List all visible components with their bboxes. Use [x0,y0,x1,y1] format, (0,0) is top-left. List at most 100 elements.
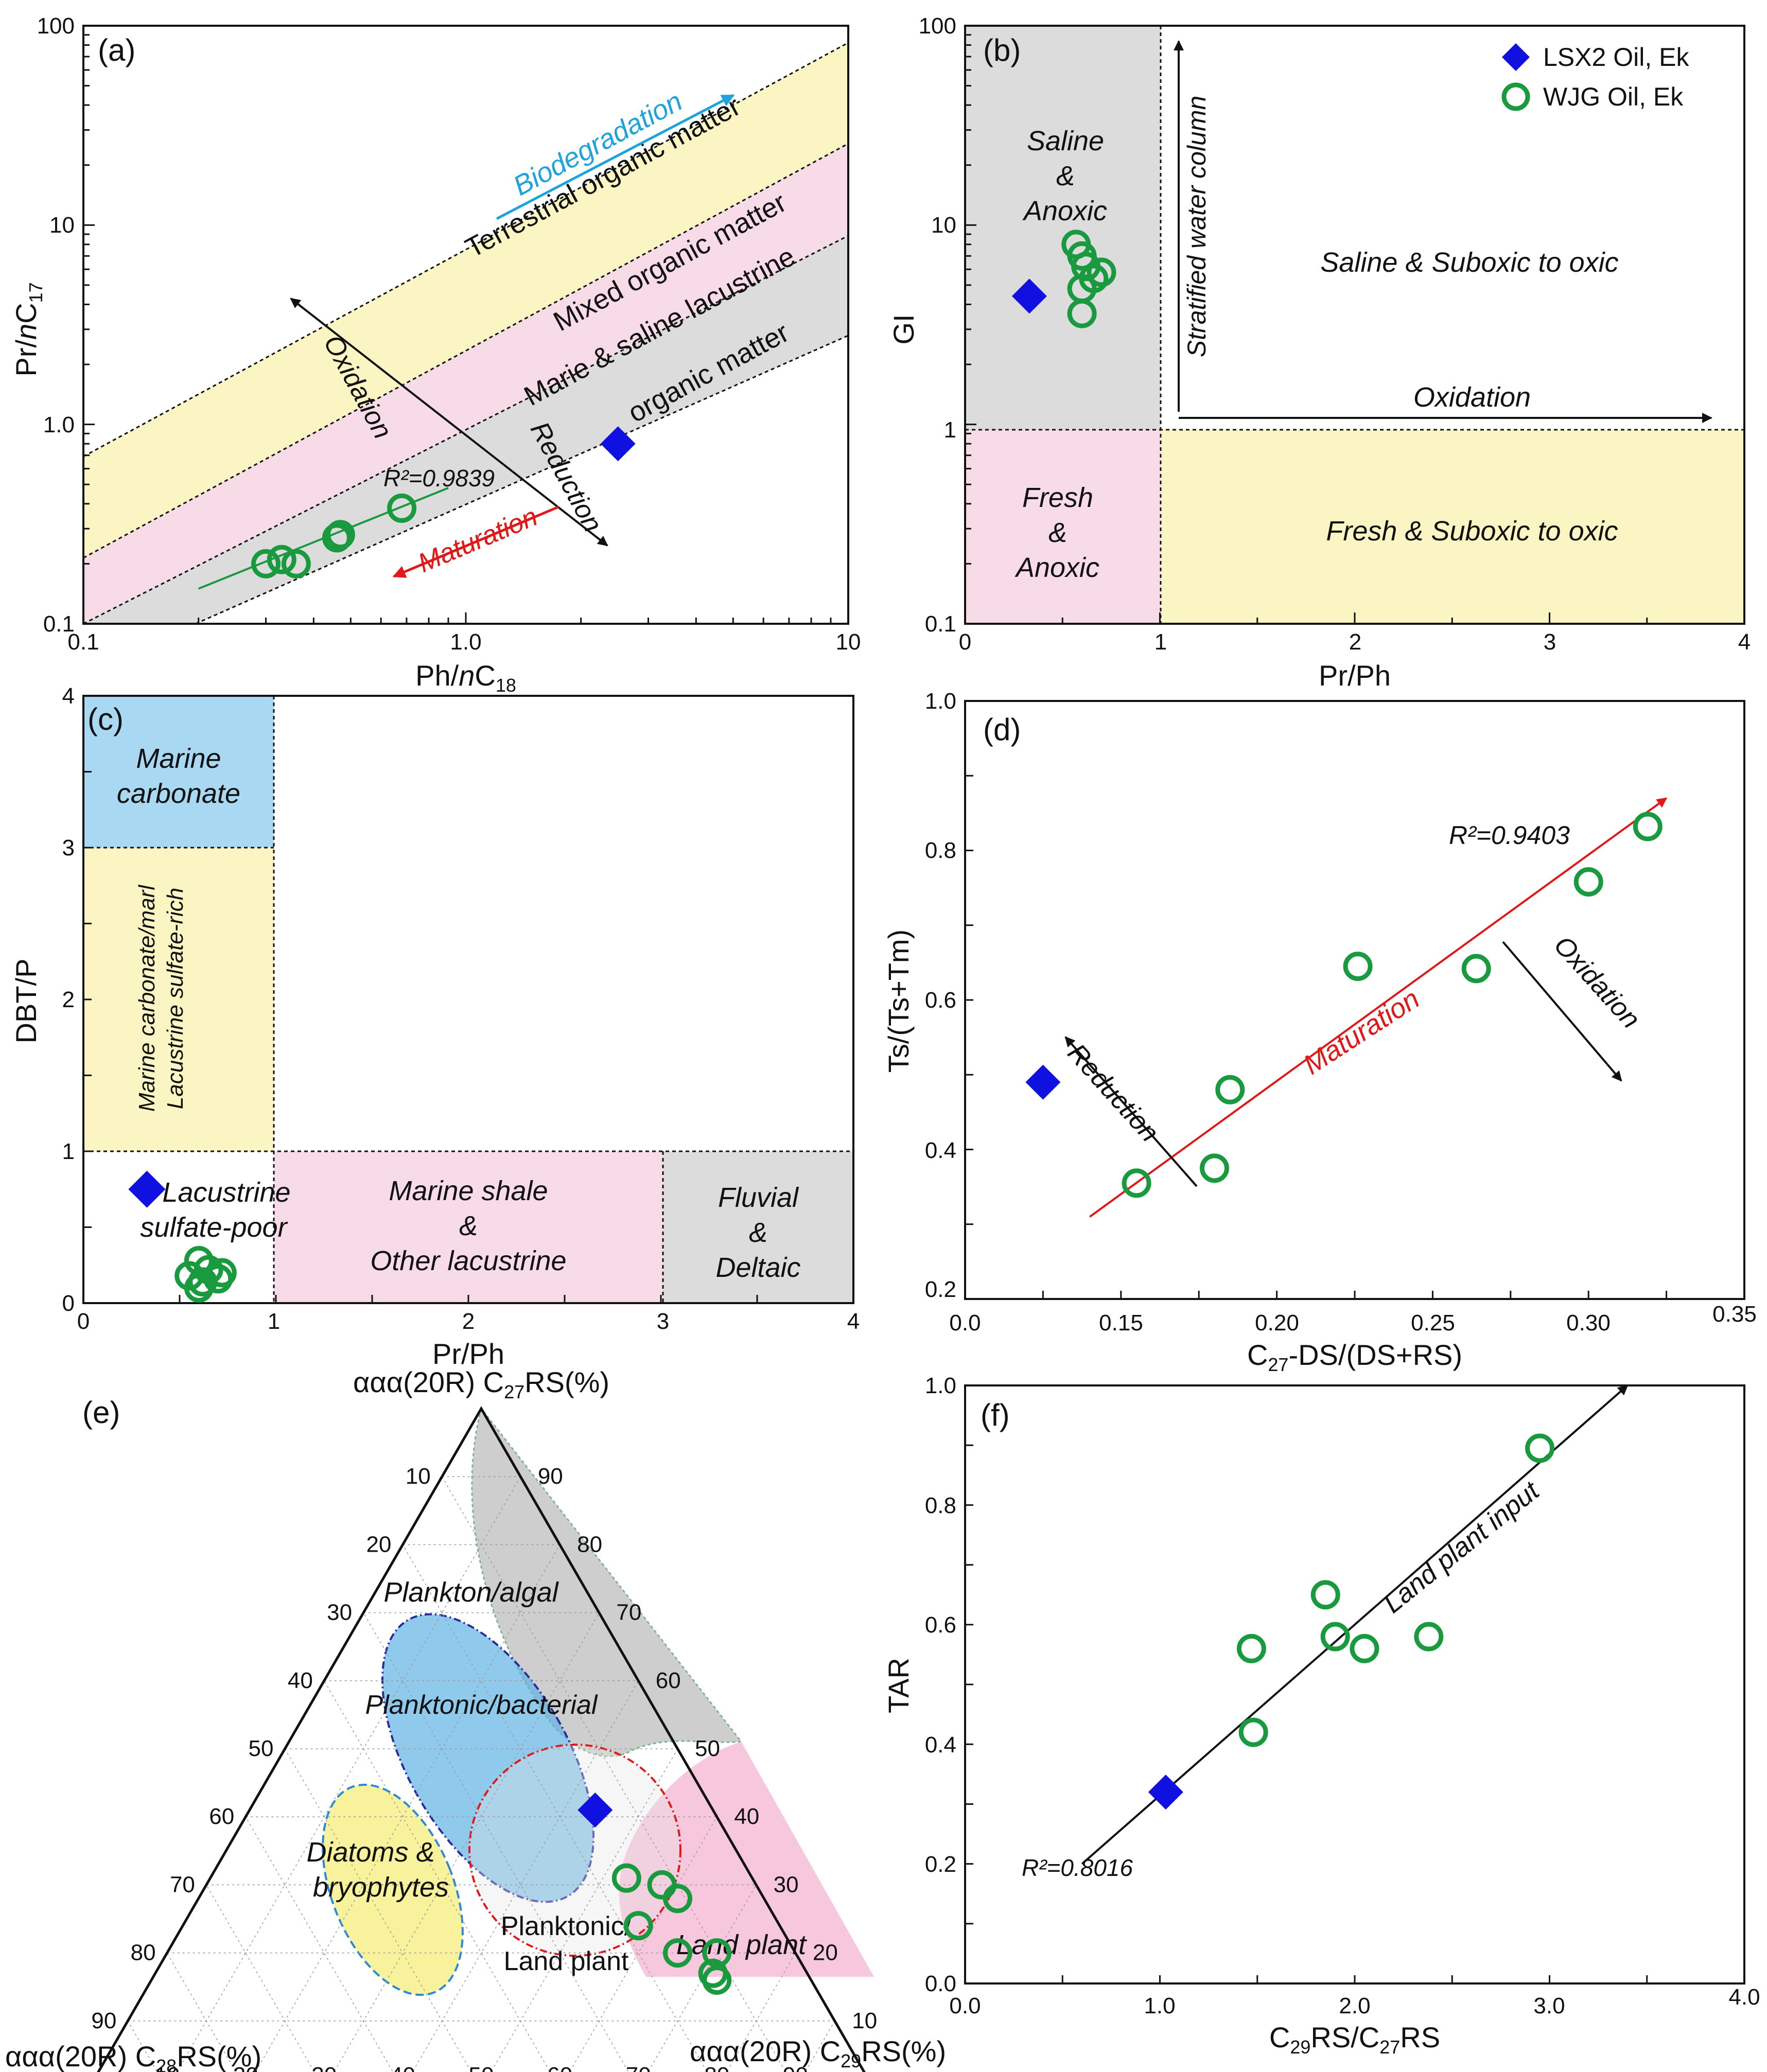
zone-marine-carbonate [83,696,274,848]
zone-label-marine-carbonate-2: carbonate [117,778,240,809]
x-tick-label: 2 [1349,629,1361,655]
zone-planktonic-bacterial [381,1613,595,1903]
x-tick-label: 4.0 [1728,1985,1760,2010]
wjg-point [611,1863,641,1893]
x-axis-title: C27-DS/(DS+RS) [1247,1339,1462,1375]
wjg-point [203,1264,233,1294]
left-tick-label: 70 [170,1872,195,1897]
lsx2-point [1011,278,1047,314]
wjg-point [1199,1153,1229,1183]
zone-label-diatoms-2: bryophytes [313,1872,449,1903]
y-tick-label: 0.4 [925,1138,956,1163]
right-tick-label: 20 [813,1940,838,1965]
y-tick-label: 0.1 [925,611,956,637]
left-tick-label: 30 [327,1600,352,1625]
ternary-frame [97,1406,866,2072]
apex-axis-title: ααα(20R) C27RS(%) [353,1366,609,1402]
panel-f: 0.0 1.0 2.0 3.0 4.0 0.0 0.2 0.4 0.6 0.8 … [882,1373,1760,2058]
left-tick-label: 50 [249,1736,274,1761]
y-tick-label: 1.0 [925,1373,956,1398]
x-tick-label: 0.1 [67,629,99,655]
land-plant-input-label: Land plant input [1378,1475,1546,1619]
wjg-point [1343,952,1373,981]
zone-label-planktonic-land-1: Planktonic/ [501,1911,632,1941]
wjg-point [1067,298,1097,328]
wjg-point [663,1938,692,1968]
left-tick-label: 80 [131,1940,156,1965]
bottom-tick-label: 50 [469,2063,494,2072]
zone-label-fluvial-3: Deltaic [715,1252,800,1283]
left-tick-label: 60 [209,1804,234,1829]
biodegradation-arrow [496,94,735,220]
y-tick-label: 0.6 [925,1612,956,1638]
panel-c: 0 1 2 3 4 0 1 2 3 4 Pr/Ph DBT/P (c) Mari… [10,683,860,1370]
x-axis-title: Pr/Ph [1319,659,1391,692]
wjg-point [1525,1433,1555,1463]
zone-label-saline-suboxic: Saline & Suboxic to oxic [1320,247,1618,278]
x-tick-label: 0 [77,1309,90,1334]
x-tick-label: 2.0 [1339,1993,1370,2018]
panel-b: 0.1 1 10 100 0 1 2 3 4 Pr/Ph GI (b) Sali… [887,13,1751,692]
maturation-arrow [1089,797,1668,1218]
panel-tag: (f) [981,1398,1010,1432]
y-tick-label: 1.0 [925,689,956,714]
zone-label-lacustrine-poor-2: sulfate-poor [140,1212,288,1243]
x-tick-label: 1.0 [1144,1993,1175,2018]
lsx2-point [600,426,636,462]
zone-label-marine-shale-3: Other lacustrine [370,1245,566,1276]
zone-label-saline-anoxic-3: Anoxic [1022,196,1107,226]
wjg-point [702,1938,732,1968]
zone-label-fluvial-1: Fluvial [718,1182,799,1213]
y-tick-label: 100 [37,13,75,39]
bottom-tick-label: 30 [311,2063,337,2072]
y-tick-label: 4 [62,683,75,709]
zone-label-plankton-algal: Plankton/algal [383,1577,559,1608]
wjg-point [1238,1717,1268,1747]
wjg-point [1414,1622,1444,1652]
panel-tag: (c) [88,702,124,736]
maturation-label: Maturation [1298,983,1425,1080]
left-tick-label: 40 [288,1668,313,1693]
x-tick-label: 3 [657,1309,669,1334]
zone-marine-shale [274,1151,663,1303]
x-tick-label: 0 [959,629,971,655]
zone-diatoms [322,1783,464,1996]
wjg-point [663,1884,692,1913]
right-tick-label: 40 [734,1804,759,1829]
y-tick-label: 1 [62,1139,75,1164]
zone-label-marine-carbonate-1: Marine [136,743,221,774]
reduction-label: Reduction [1062,1038,1165,1148]
zone-label-planktonic-bacterial: Planktonic/bacterial [365,1690,598,1720]
zone-label-marine-shale-2: & [459,1210,478,1241]
y-tick-label: 3 [62,835,75,861]
y-tick-label: 10 [49,213,75,238]
wjg-point [1350,1634,1379,1663]
maturation-arrow [392,505,559,578]
panel-tag: (b) [983,33,1021,67]
y-tick-label: 0.8 [925,1493,956,1518]
y-axis-title: TAR [882,1658,915,1713]
legend-wjg-label: WJG Oil, Ek [1543,82,1684,111]
right-tick-label: 80 [577,1532,602,1557]
wjg-point [1087,257,1116,287]
wjg-point [623,1911,653,1941]
right-tick-label: 90 [538,1464,563,1489]
panel-d: 0.0 0.15 0.20 0.25 0.30 0.35 0.2 0.4 0.6… [882,689,1757,1375]
oxidation-reduction-arrow [290,297,608,547]
zone-label-marl-1: Marine carbonate/marl [134,885,160,1112]
zone-label-fresh-anoxic-3: Anoxic [1014,552,1099,583]
lsx2-point [1148,1775,1183,1810]
oxidation-label: Oxidation [1548,930,1646,1034]
wjg-point [702,1965,732,1995]
bottom-tick-label: 10 [154,2063,180,2072]
y-axis-title: Pr/nC17 [10,282,46,376]
x-tick-label: 0.0 [949,1993,981,2018]
right-tick-label: 70 [616,1600,641,1625]
y-tick-label: 100 [919,13,956,39]
wjg-point [322,523,352,553]
left-tick-label: 20 [366,1532,391,1557]
wjg-point [387,493,417,523]
y-tick-label: 0.0 [925,1971,956,1996]
y-axis-title: DBT/P [10,959,42,1044]
x-tick-label: 1.0 [450,629,481,655]
